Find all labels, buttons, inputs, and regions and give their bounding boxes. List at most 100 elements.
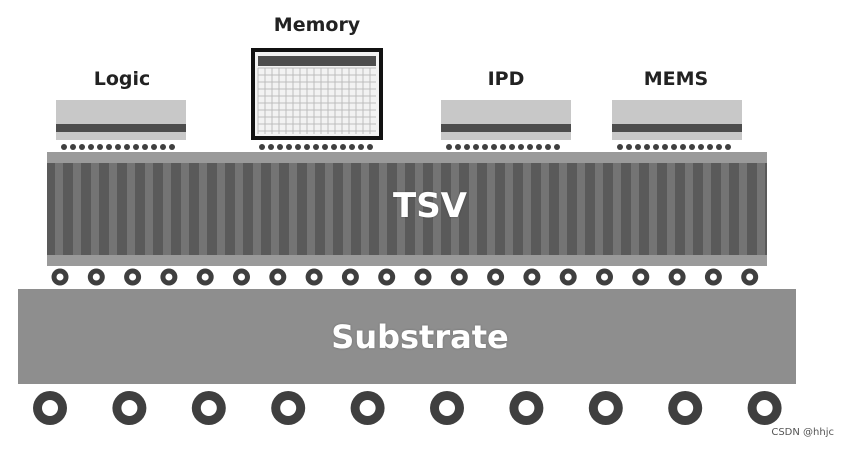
- c4-bump-hole: [56, 273, 64, 281]
- tsv-via: [415, 163, 423, 255]
- tsv-via: [667, 163, 675, 255]
- tsv-via: [271, 163, 279, 255]
- c4-bump-hole: [92, 273, 100, 281]
- watermark: CSDN @hhjc: [771, 427, 834, 438]
- c4-bump-hole: [238, 273, 245, 281]
- tsv-via: [109, 163, 117, 255]
- bga-ball-hole: [518, 400, 535, 416]
- micro-bump: [97, 144, 103, 150]
- tsv-via: [379, 163, 387, 255]
- tsv-via: [505, 163, 513, 255]
- micro-bump: [313, 144, 319, 150]
- tsv-via: [73, 163, 81, 255]
- c4-bump-hole: [165, 273, 173, 281]
- micro-bump: [115, 144, 121, 150]
- micro-bump: [151, 144, 157, 150]
- micro-bump: [124, 144, 130, 150]
- micro-bump: [617, 144, 623, 150]
- tsv-via: [289, 163, 297, 255]
- c4-bump-hole: [564, 273, 572, 281]
- tsv-via: [55, 163, 63, 255]
- tsv-via: [325, 163, 333, 255]
- tsv-via: [343, 163, 351, 255]
- tsv-via: [631, 163, 639, 255]
- c4-bump-hole: [346, 273, 354, 281]
- chip-logic-band: [56, 124, 186, 132]
- c4-bump-hole: [637, 273, 645, 281]
- c4-bump-hole: [129, 273, 137, 281]
- chip-label-logic: Logic: [93, 68, 151, 90]
- tsv-via: [451, 163, 459, 255]
- interposer-top-edge: [47, 152, 767, 164]
- c4-bump-hole: [310, 273, 318, 281]
- micro-bump: [473, 144, 479, 150]
- tsv-via: [253, 163, 261, 255]
- chip-mems: [612, 100, 742, 140]
- micro-bump: [322, 144, 328, 150]
- micro-bump: [716, 144, 722, 150]
- tsv-via: [199, 163, 207, 255]
- micro-bump: [304, 144, 310, 150]
- micro-bump: [680, 144, 686, 150]
- micro-bump: [635, 144, 641, 150]
- micro-bump: [446, 144, 452, 150]
- chip-logic: [56, 100, 186, 140]
- c4-bump-hole: [201, 273, 209, 281]
- tsv-via: [523, 163, 531, 255]
- chip-label-ipd: IPD: [487, 68, 525, 90]
- tsv-via: [739, 163, 747, 255]
- tsv-via: [163, 163, 171, 255]
- micro-bump: [277, 144, 283, 150]
- tsv-via: [307, 163, 315, 255]
- tsv-via: [649, 163, 657, 255]
- tsv-via: [685, 163, 693, 255]
- tsv-via: [577, 163, 585, 255]
- c4-bump-hole: [455, 273, 463, 281]
- c4-bump-hole: [492, 273, 500, 281]
- micro-bump: [545, 144, 551, 150]
- micro-bump: [295, 144, 301, 150]
- micro-bump: [286, 144, 292, 150]
- tsv-via: [217, 163, 225, 255]
- micro-bump: [349, 144, 355, 150]
- tsv-via: [487, 163, 495, 255]
- chip-ipd: [441, 100, 571, 140]
- c4-bump-hole: [746, 273, 754, 281]
- tsv-via: [181, 163, 189, 255]
- tsv-via: [613, 163, 621, 255]
- micro-bump: [491, 144, 497, 150]
- micro-bump: [536, 144, 542, 150]
- micro-bump: [268, 144, 274, 150]
- c4-bump-hole: [383, 273, 391, 281]
- micro-bump: [518, 144, 524, 150]
- tsv-via: [541, 163, 549, 255]
- micro-bump: [626, 144, 632, 150]
- interposer-label: TSV: [393, 186, 467, 226]
- micro-bump: [464, 144, 470, 150]
- c4-bump-hole: [528, 273, 536, 281]
- tsv-via: [721, 163, 729, 255]
- tsv-via: [559, 163, 567, 255]
- micro-bump: [644, 144, 650, 150]
- c4-bump-hole: [419, 273, 427, 281]
- micro-bump: [689, 144, 695, 150]
- c4-bump-hole: [274, 273, 282, 281]
- tsv-via: [397, 163, 405, 255]
- bga-ball-hole: [280, 400, 297, 416]
- tsv-via: [757, 163, 765, 255]
- micro-bump: [671, 144, 677, 150]
- tsv-via: [91, 163, 99, 255]
- chip-label-memory: Memory: [273, 14, 361, 36]
- bga-ball-hole: [439, 400, 455, 416]
- micro-bump: [106, 144, 112, 150]
- micro-bump: [509, 144, 515, 150]
- micro-bump: [527, 144, 533, 150]
- micro-bump: [61, 144, 67, 150]
- tsv-via: [595, 163, 603, 255]
- c4-bump-hole: [673, 273, 681, 281]
- substrate: [18, 289, 796, 384]
- substrate-label: Substrate: [331, 318, 509, 356]
- tsv-via: [469, 163, 477, 255]
